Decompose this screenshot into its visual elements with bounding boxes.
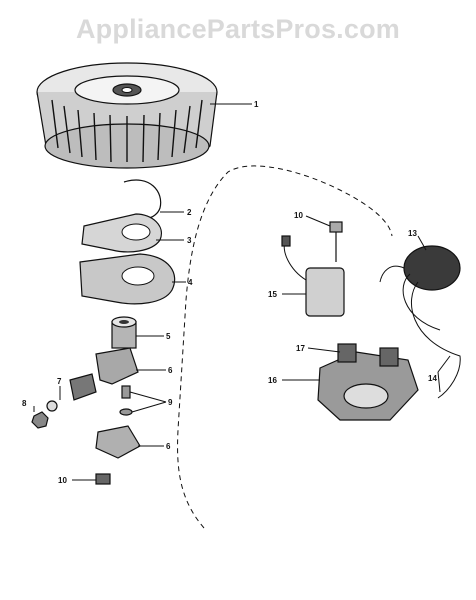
callout-13: 13 <box>408 229 417 238</box>
terminal-block <box>95 473 111 485</box>
callout-1: 1 <box>254 100 259 109</box>
spring-clip <box>123 179 162 220</box>
callout-17: 17 <box>296 344 305 353</box>
mounting-screw <box>329 221 343 262</box>
condenser-bracket <box>95 425 141 459</box>
callout-9: 9 <box>168 398 173 407</box>
breaker-point <box>69 373 97 401</box>
callout-14: 14 <box>428 374 437 383</box>
callout-16: 16 <box>268 376 277 385</box>
hex-nut <box>31 411 49 429</box>
breaker-arm <box>95 347 139 385</box>
callout-5: 5 <box>166 332 171 341</box>
callout-10-right: 10 <box>294 211 303 220</box>
condenser <box>281 235 345 317</box>
armature-plate <box>317 343 419 421</box>
flywheel <box>36 62 218 169</box>
callout-3: 3 <box>187 236 192 245</box>
screws <box>119 385 133 416</box>
callout-7: 7 <box>57 377 62 386</box>
cam-bushing <box>111 316 137 349</box>
washer <box>46 400 58 412</box>
callout-6-bracket: 6 <box>166 442 171 451</box>
callout-2: 2 <box>187 208 192 217</box>
callout-15: 15 <box>268 290 277 299</box>
callout-6: 6 <box>168 366 173 375</box>
callout-8: 8 <box>22 399 27 408</box>
assembly-dashed-outline <box>177 165 393 529</box>
watermark: AppliancePartsPros.com <box>75 14 400 44</box>
ignition-coil <box>379 245 461 399</box>
callout-10-left: 10 <box>58 476 67 485</box>
callout-4: 4 <box>188 278 193 287</box>
